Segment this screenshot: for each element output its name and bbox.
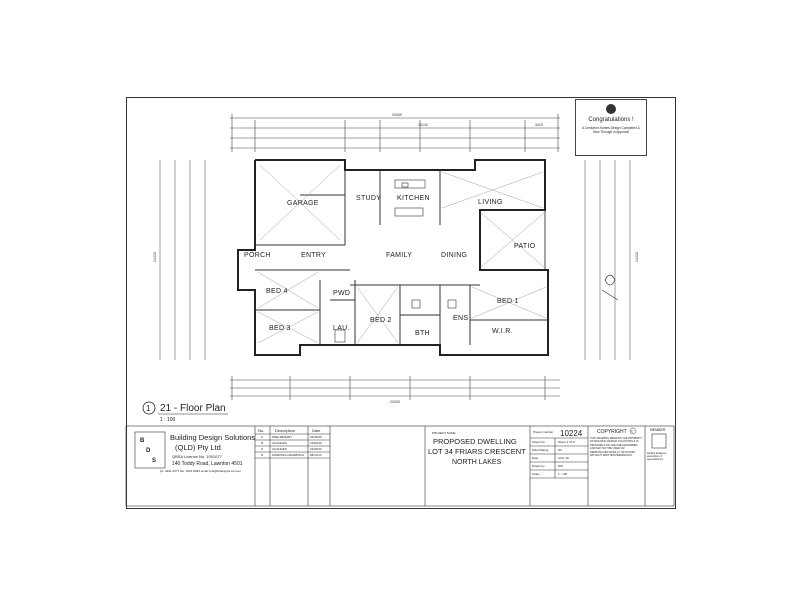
plan-scale: 1 : 100: [160, 417, 176, 423]
project-label: PROJECT NAME: [432, 431, 455, 435]
room-bed2: BED 2: [370, 317, 392, 324]
company-address: 140 Toddy Road, Lawnton 4501: [172, 461, 243, 467]
copyright-text: THIS DRAWING REMAINS THE PROPERTY OF BUI…: [590, 437, 643, 458]
field-value: AUG 10: [558, 456, 569, 460]
rev-header-no: No.: [258, 428, 264, 433]
room-porch: PORCH: [244, 252, 271, 259]
room-bed1: BED 1: [497, 298, 519, 305]
field-value: N3: [558, 448, 562, 452]
dim-right-overall: 14420: [635, 252, 639, 262]
room-garage: GARAGE: [287, 200, 319, 207]
field-label: Scale: [532, 472, 540, 476]
dim-overall-top: 20000: [392, 113, 402, 117]
svg-text:D: D: [146, 448, 151, 454]
room-kitchen: KITCHEN: [397, 195, 430, 202]
room-bed3: BED 3: [269, 325, 291, 332]
dim-overall-bottom: 22000: [390, 400, 400, 404]
rev-row-date: 24/08/10: [310, 435, 322, 439]
room-patio: PATIO: [514, 243, 536, 250]
member-label: MEMBER: [650, 428, 666, 432]
rev-row-no: A: [261, 435, 263, 439]
field-value: 1 : 100: [558, 472, 568, 476]
company-phone: ph. 3491 0377 fax. 3491 0393 email: bds@…: [160, 469, 241, 473]
rev-row-desc: PRELIMINARY: [272, 435, 292, 439]
room-entry: ENTRY: [301, 252, 326, 259]
rev-row-no: D: [261, 453, 264, 457]
rev-row-desc: WORKING DRAWINGS: [272, 453, 304, 457]
project-number: 10224: [560, 429, 583, 438]
project-suburb: NORTH LAKES: [452, 459, 502, 466]
project-name: PROPOSED DWELLING: [433, 437, 517, 446]
dimension-lines: [159, 117, 631, 397]
room-dining: DINING: [441, 252, 467, 259]
room-living: LIVING: [478, 199, 503, 206]
rev-row-date: 22/09/10: [310, 447, 322, 451]
rev-row-no: C: [261, 447, 264, 451]
copyright-title: COPYRIGHT: [597, 429, 627, 435]
drawing-sheet: [126, 97, 676, 509]
room-lau: LAU.: [333, 325, 350, 332]
rev-header-date: Date: [312, 428, 321, 433]
room-pwd: PWD: [333, 290, 350, 297]
svg-text:B: B: [140, 438, 145, 444]
walls: [237, 159, 549, 356]
project-number-label: Project number: [533, 430, 553, 434]
rev-row-no: B: [261, 441, 263, 445]
rev-header-desc: Description: [275, 428, 295, 433]
field-label: Sheet No.: [532, 440, 546, 444]
svg-text:S: S: [152, 458, 156, 464]
project-lot: LOT 34 FRIARS CRESCENT: [428, 447, 526, 456]
field-label: Drawn by: [532, 464, 545, 468]
view-marker-number: 1: [146, 404, 151, 413]
member-text: building designers association of queens…: [647, 452, 667, 461]
copyright-icon: [629, 427, 637, 435]
rev-row-desc: CHANGES: [272, 447, 287, 451]
room-ens: ENS: [453, 315, 468, 322]
company-name-1: Building Design Solutions: [170, 433, 255, 442]
field-value: Sheet 3 Of 5: [558, 440, 575, 444]
dim-top-right: 3420: [535, 123, 543, 127]
bds-logo-icon: B D S: [140, 438, 156, 464]
congrats-title: Congratulations !: [588, 117, 634, 123]
company-licence: QBSA Licence No. 1001077: [172, 454, 223, 459]
dim-left-overall: 14420: [153, 252, 157, 262]
field-label: Wind Rating: [532, 448, 549, 452]
congrats-message: A Centurion Homes Design Completed & Now…: [582, 126, 640, 135]
room-family: FAMILY: [386, 252, 412, 259]
room-study: STUDY: [356, 195, 381, 202]
svg-text:C: C: [631, 430, 634, 434]
plan-title: 21 - Floor Plan: [160, 403, 226, 414]
company-name-2: (QLD) Pty Ltd: [175, 443, 221, 452]
rev-row-date: 16/09/10: [310, 441, 322, 445]
room-bed4: BED 4: [266, 288, 288, 295]
room-wir: W.I.R.: [492, 328, 513, 335]
field-label: Date: [532, 456, 539, 460]
view-marker-circle: [142, 401, 156, 415]
field-value: DW: [558, 464, 563, 468]
room-bth: BTH: [415, 330, 430, 337]
centurion-logo-icon: [606, 104, 616, 114]
congratulations-card: Congratulations ! A Centurion Homes Desi…: [575, 99, 647, 156]
dim-top-mid: 13140: [418, 123, 428, 127]
interior-walls: [255, 170, 548, 345]
rev-row-date: 08/11/10: [310, 453, 322, 457]
rev-row-desc: CHANGES: [272, 441, 287, 445]
